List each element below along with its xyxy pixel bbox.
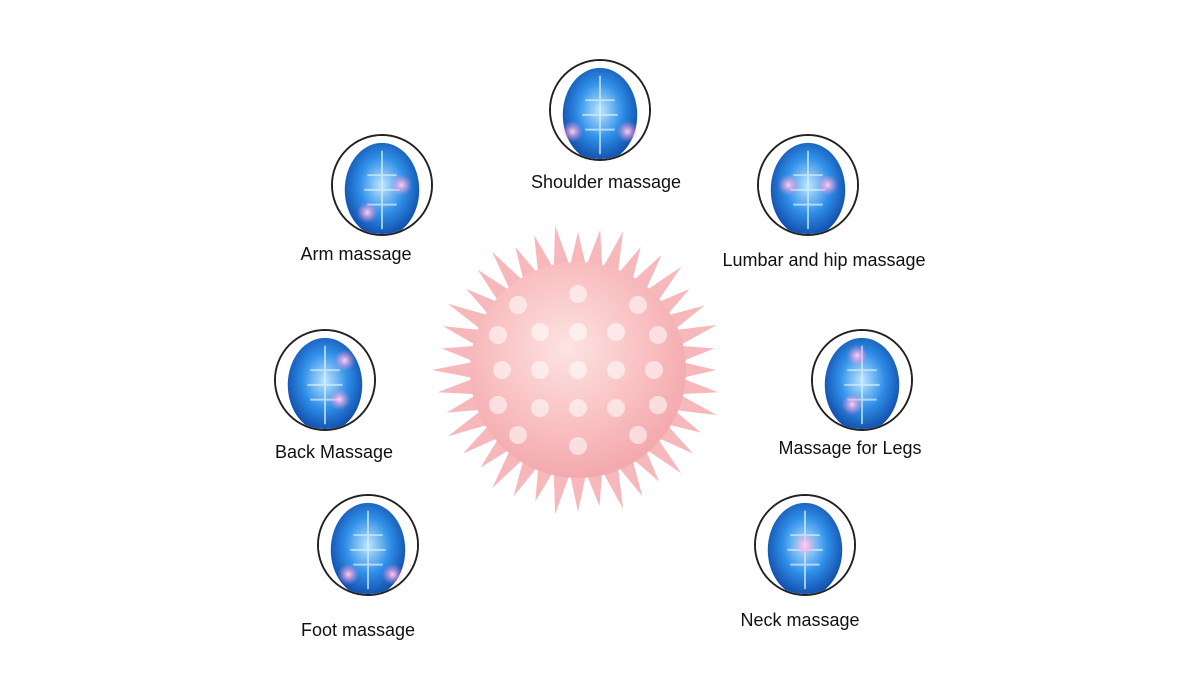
ball-nub <box>569 361 587 379</box>
ball-nub <box>629 296 647 314</box>
ball-spike <box>584 229 603 274</box>
ball-spike <box>569 232 587 271</box>
ball-nub <box>649 396 667 414</box>
ball-nub <box>493 361 511 379</box>
shoulder-xray-icon <box>549 59 651 161</box>
item-label: Neck massage <box>740 610 860 630</box>
foot-xray-icon <box>317 494 419 596</box>
item-label: Foot massage <box>300 620 416 640</box>
ball-nub <box>531 361 549 379</box>
item-label: Back Massage <box>274 442 394 462</box>
back-xray-icon <box>274 329 376 431</box>
ball-nub <box>531 323 549 341</box>
ball-spike <box>553 225 572 274</box>
spiky-massage-ball-image <box>432 225 719 515</box>
leg-xray-icon <box>811 329 913 431</box>
ball-nub <box>569 399 587 417</box>
ball-nub <box>607 361 625 379</box>
ball-nub <box>645 361 663 379</box>
ball-nub <box>531 399 549 417</box>
ball-nub <box>569 437 587 455</box>
ball-spike <box>677 361 716 379</box>
ball-nub <box>607 323 625 341</box>
lumbar-xray-icon <box>757 134 859 236</box>
ball-nub <box>509 296 527 314</box>
ball-nub <box>509 426 527 444</box>
item-label: Shoulder massage <box>530 172 682 192</box>
neck-xray-icon <box>754 494 856 596</box>
ball-spike <box>432 361 479 379</box>
arm-xray-icon <box>331 134 433 236</box>
ball-spike <box>569 469 587 512</box>
ball-nub <box>569 285 587 303</box>
item-label: Massage for Legs <box>778 438 922 458</box>
ball-nub <box>569 323 587 341</box>
ball-spike <box>674 376 719 395</box>
ball-nub <box>489 326 507 344</box>
ball-nub <box>489 396 507 414</box>
ball-spike <box>553 466 572 515</box>
ball-nub <box>649 326 667 344</box>
ball-nub <box>607 399 625 417</box>
ball-spike <box>437 376 482 395</box>
ball-nub <box>629 426 647 444</box>
item-label: Arm massage <box>300 244 412 264</box>
item-label: Lumbar and hip massage <box>722 250 926 270</box>
